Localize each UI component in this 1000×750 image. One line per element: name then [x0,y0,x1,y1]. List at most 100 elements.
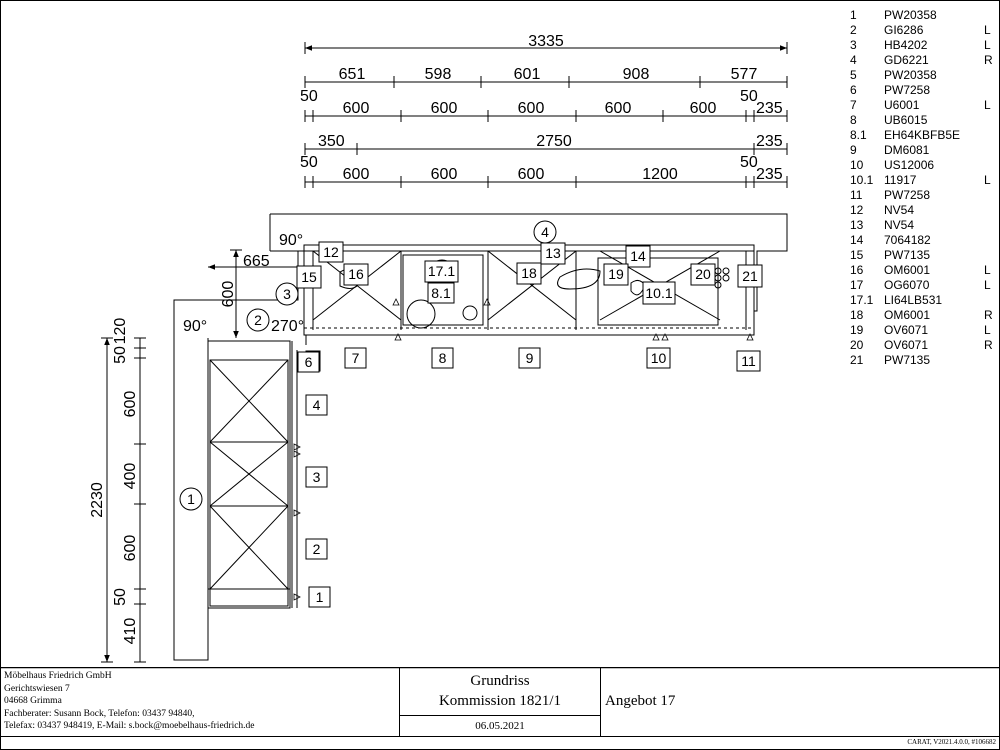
legend-article: OM6001 [884,308,931,322]
tall-cabinet-column [207,340,298,609]
wall-markers: 1 2 3 4 [179,220,557,511]
title-text: Grundriss [470,673,530,689]
dim-r4-2: 600 [431,166,458,183]
item-box-4[interactable]: 4 [305,394,328,416]
dim-v-410: 410 [122,618,139,645]
contact-line: Telefax: 03437 948419, E-Mail: s.bock@mo… [4,721,255,731]
dim-r1-3: 601 [514,66,541,83]
item-box-16[interactable]: 16 [343,263,369,286]
company-city: 04668 Grimma [4,696,62,706]
dim-r4-3: 600 [518,166,545,183]
svg-text:3: 3 [313,469,321,485]
item-box-12[interactable]: 12 [318,241,344,263]
legend-article: PW20358 [884,8,937,22]
item-box-7[interactable]: 7 [344,347,367,369]
dim-r2-3: 600 [518,100,545,117]
legend-article: NV54 [884,203,915,217]
legend-article: GD6221 [884,53,929,67]
item-box-15[interactable]: 15 [296,265,322,289]
svg-text:18: 18 [521,265,537,281]
svg-text:10: 10 [651,350,667,366]
dimension-texts: 3335 651 598 601 908 577 50 600 600 600 … [89,33,783,644]
svg-text:8.1: 8.1 [431,285,451,301]
dim-r2-5: 600 [690,100,717,117]
dim-r2-left: 50 [300,88,318,105]
angle-90-left: 90° [183,318,207,335]
item-labels: 1 2 3 4 5 6 7 8 8.1 9 10 10.1 11 12 13 1… [296,241,763,608]
item-box-10-1[interactable]: 10.1 [642,281,676,305]
svg-text:12: 12 [323,244,339,260]
legend-side: L [984,278,991,292]
item-box-9[interactable]: 9 [518,347,541,369]
dim-v-400: 400 [122,463,139,490]
dim-r4-1: 600 [343,166,370,183]
item-box-21[interactable]: 21 [737,264,763,288]
legend-pos: 15 [850,248,864,262]
title-block: Möbelhaus Friedrich GmbH Gerichtswiesen … [0,667,1000,750]
item-box-13[interactable]: 13 [540,242,566,265]
wall-3-label: 3 [283,286,291,302]
wall-1-label: 1 [187,491,195,507]
dim-r3-1: 350 [318,133,345,150]
legend-article: 7064182 [884,233,931,247]
dim-v-50b: 50 [112,588,129,606]
legend-side: R [984,308,993,322]
dim-r1-1: 651 [339,66,366,83]
item-box-8-1[interactable]: 8.1 [427,282,455,304]
item-box-2[interactable]: 2 [305,538,328,560]
legend-side: L [984,173,991,187]
item-box-8[interactable]: 8 [431,347,454,369]
legend-article: EH64KBFB5E [884,128,961,142]
company-street: Gerichtswiesen 7 [4,683,70,694]
wall-4-label: 4 [541,224,549,240]
dim-r2-mid: 50 [740,88,758,105]
legend-article: PW7135 [884,248,931,262]
dim-v-600a: 600 [122,391,139,418]
dim-r1-5: 577 [731,66,758,83]
item-box-18[interactable]: 18 [516,262,542,285]
legend-pos: 17.1 [850,293,874,307]
legend-article: PW7135 [884,353,931,367]
dim-r2-4: 600 [605,100,632,117]
item-box-17-1[interactable]: 17.1 [424,260,459,283]
item-box-3[interactable]: 3 [305,466,328,488]
svg-text:13: 13 [545,245,561,261]
legend-article: GI6286 [884,23,924,37]
counter-run [303,244,755,345]
item-box-20[interactable]: 20 [690,263,716,286]
legend-article: PW7258 [884,188,931,202]
item-box-10[interactable]: 10 [646,347,671,369]
offer-text: Angebot 17 [605,693,676,709]
item-box-11[interactable]: 11 [736,350,761,372]
company-name: Möbelhaus Friedrich GmbH [4,671,112,681]
svg-text:14: 14 [630,248,646,264]
svg-text:21: 21 [742,268,758,284]
svg-text:6: 6 [305,354,313,370]
dim-r1-2: 598 [425,66,452,83]
item-box-1[interactable]: 1 [308,586,331,608]
svg-text:7: 7 [352,350,360,366]
dim-r4-right: 235 [756,166,783,183]
svg-text:16: 16 [348,266,364,282]
dim-v-120: 120 [112,318,129,345]
legend-article: HB4202 [884,38,928,52]
item-box-6[interactable]: 6 [297,351,320,373]
legend-article: US12006 [884,158,935,172]
legend-article: OM6001 [884,263,931,277]
item-box-14[interactable]: 14 [625,245,651,268]
legend-pos: 21 [850,353,864,367]
svg-text:20: 20 [695,266,711,282]
item-box-19[interactable]: 19 [603,263,629,286]
dim-vertical-total: 2230 [89,482,106,518]
